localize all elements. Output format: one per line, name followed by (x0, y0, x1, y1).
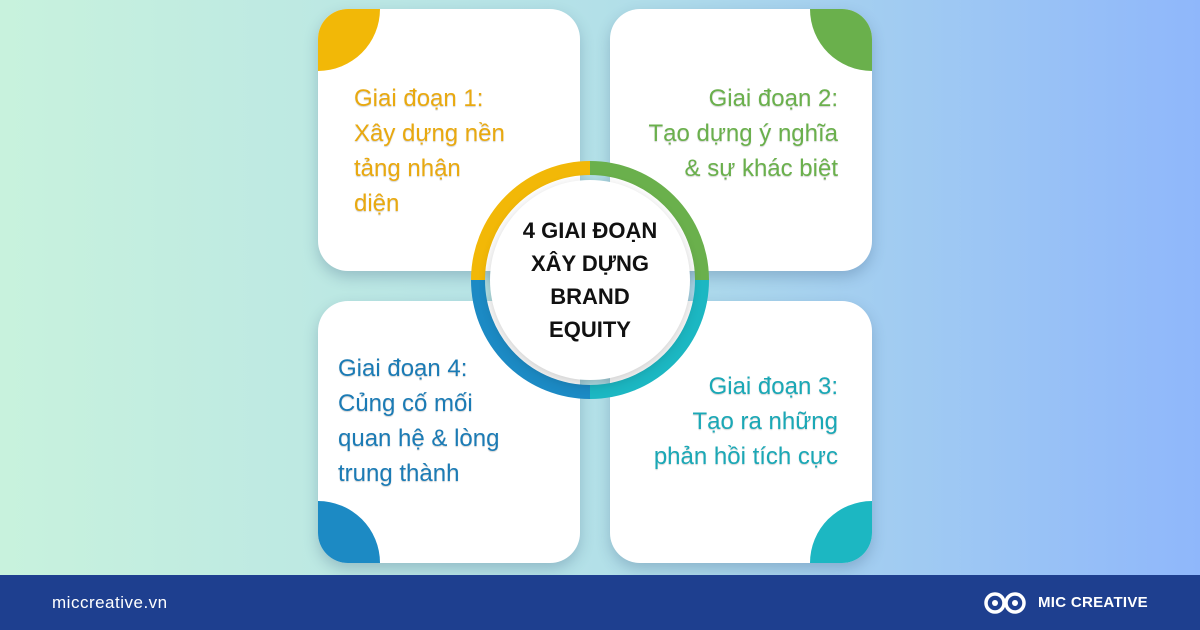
brand-name: MIC CREATIVE (1038, 594, 1148, 611)
ring-segment-stage-4 (471, 279, 591, 399)
stage-4-text: Giai đoạn 4: Củng cố mối quan hệ & lòng … (338, 355, 500, 487)
center-title: 4 GIAI ĐOẠN XÂY DỰNG BRAND EQUITY (522, 218, 658, 342)
ring-segment-stage-3 (589, 279, 709, 399)
stage-1-card: Giai đoạn 1: Xây dựng nền tảng nhận diện (318, 9, 580, 271)
website-link[interactable]: miccreative.vn (52, 592, 168, 612)
stage-2-text: Giai đoạn 2: Tạo dựng ý nghĩa & sự khác … (648, 85, 838, 182)
footer-bar: miccreative.vn MIC CREATIVE (0, 575, 1200, 630)
brand-logo: MIC CREATIVE (982, 590, 1148, 616)
ring-segment-stage-2 (589, 161, 709, 281)
infinity-knot-icon (984, 591, 1026, 614)
stage-1-text: Giai đoạn 1: Xây dựng nền tảng nhận diện (354, 85, 505, 217)
ring-segment-stage-1 (471, 161, 591, 281)
stage-3-text: Giai đoạn 3: Tạo ra những phản hồi tích … (653, 373, 838, 470)
center-circle: 4 GIAI ĐOẠN XÂY DỰNG BRAND EQUITY (490, 180, 690, 380)
